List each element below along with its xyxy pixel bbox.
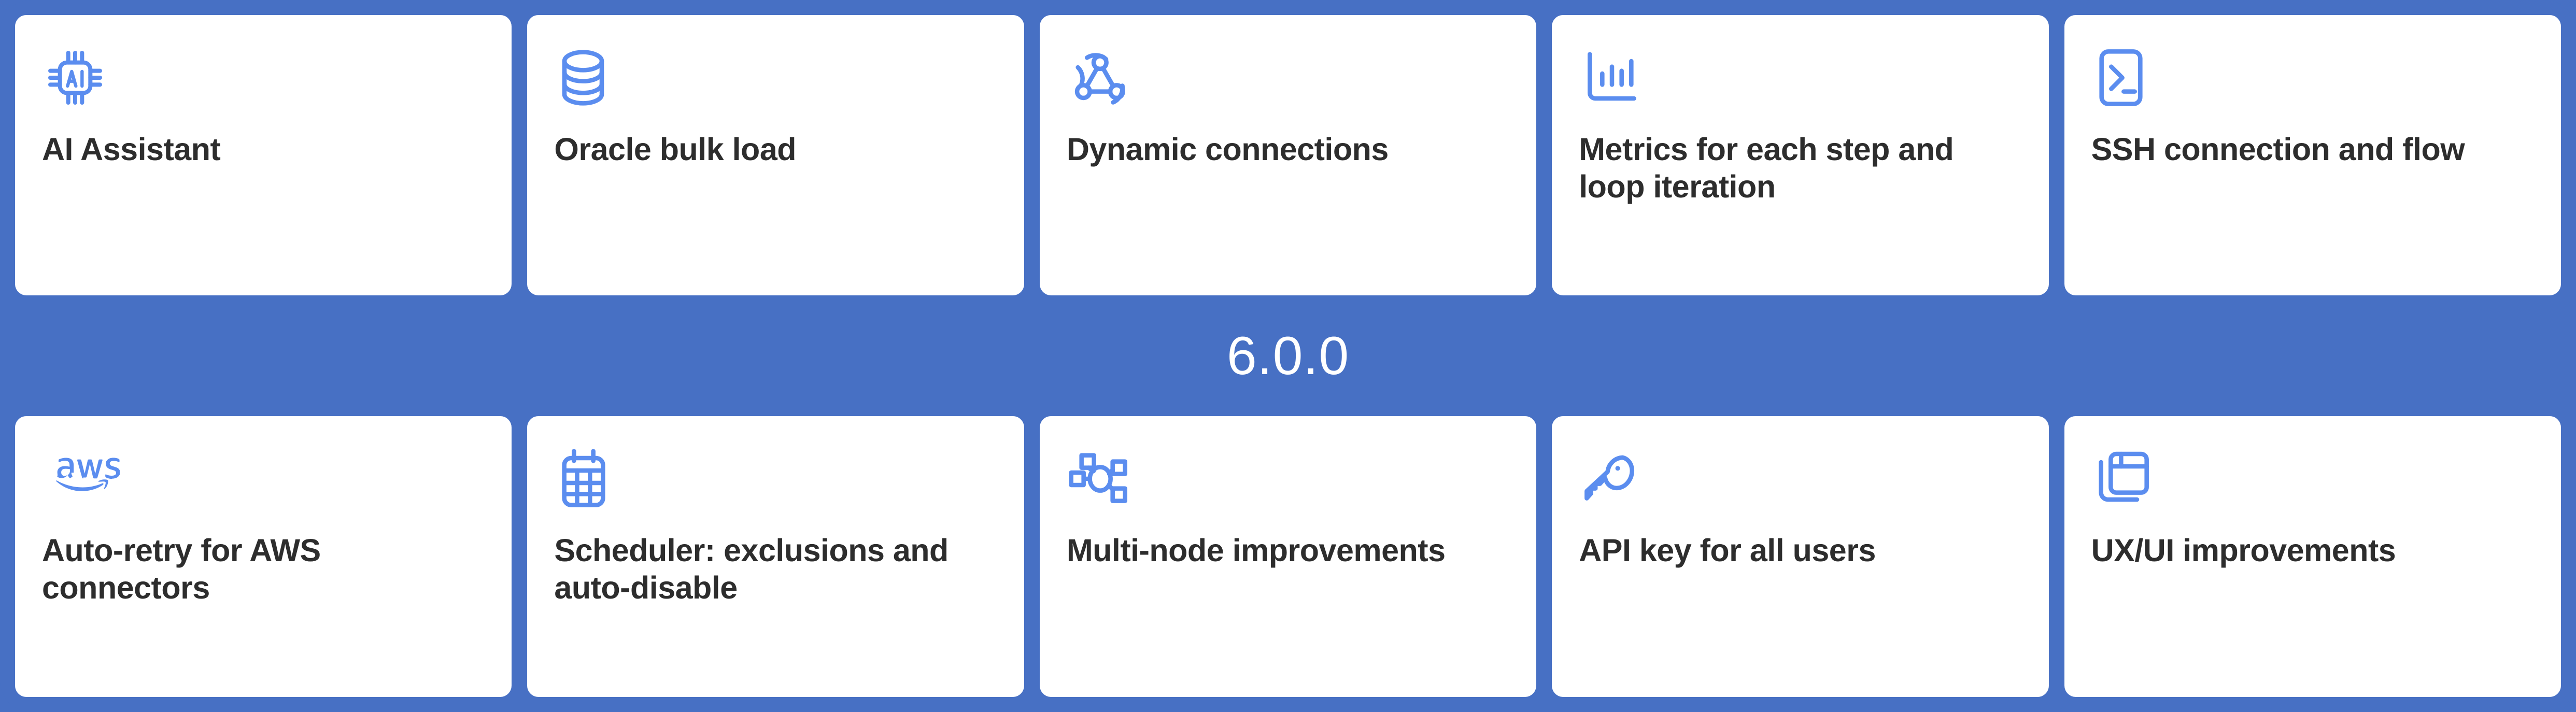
feature-card-ux-ui[interactable]: UX/UI improvements: [2064, 416, 2561, 697]
feature-card-title: Auto-retry for AWS connectors: [42, 533, 321, 605]
version-label: 6.0.0: [1226, 325, 1350, 386]
top-row: AI Assistant Oracle bulk load: [15, 15, 2561, 295]
feature-card-title: Multi-node improvements: [1066, 533, 1446, 568]
feature-card-scheduler[interactable]: Scheduler: exclusions and auto-disable: [527, 416, 1024, 697]
webhook-nodes-icon: [1067, 39, 1136, 117]
feature-card-aws-auto-retry[interactable]: Auto-retry for AWS connectors: [15, 416, 512, 697]
feature-card-metrics[interactable]: Metrics for each step and loop iteration: [1552, 15, 2049, 295]
feature-card-api-key[interactable]: API key for all users: [1552, 416, 2049, 697]
feature-card-title: Oracle bulk load: [554, 132, 797, 167]
key-icon: [1579, 440, 1642, 518]
calendar-icon: [554, 440, 613, 518]
feature-card-dynamic-connections[interactable]: Dynamic connections: [1039, 15, 1537, 295]
feature-card-title: API key for all users: [1579, 533, 1876, 568]
feature-card-ssh[interactable]: SSH connection and flow: [2064, 15, 2561, 295]
window-layout-icon: [2091, 440, 2158, 518]
feature-card-oracle-bulk-load[interactable]: Oracle bulk load: [527, 15, 1024, 295]
feature-card-title: SSH connection and flow: [2091, 132, 2465, 167]
bar-chart-icon: [1579, 39, 1645, 117]
aws-logo-icon: [42, 440, 120, 518]
feature-card-multi-node[interactable]: Multi-node improvements: [1039, 416, 1537, 697]
hub-network-icon: [1067, 440, 1139, 518]
feature-card-title: Scheduler: exclusions and auto-disable: [554, 533, 949, 605]
feature-card-ai-assistant[interactable]: AI Assistant: [15, 15, 512, 295]
database-icon: [554, 39, 612, 117]
bottom-row: Auto-retry for AWS connectors Scheduler:…: [15, 416, 2561, 697]
ai-chip-icon: [42, 39, 108, 117]
feature-card-title: Metrics for each step and loop iteration: [1579, 132, 1954, 204]
feature-card-title: Dynamic connections: [1066, 132, 1389, 167]
version-band: 6.0.0: [15, 295, 2561, 416]
terminal-icon: [2091, 39, 2150, 117]
feature-card-title: UX/UI improvements: [2091, 533, 2396, 568]
feature-card-title: AI Assistant: [42, 132, 221, 167]
